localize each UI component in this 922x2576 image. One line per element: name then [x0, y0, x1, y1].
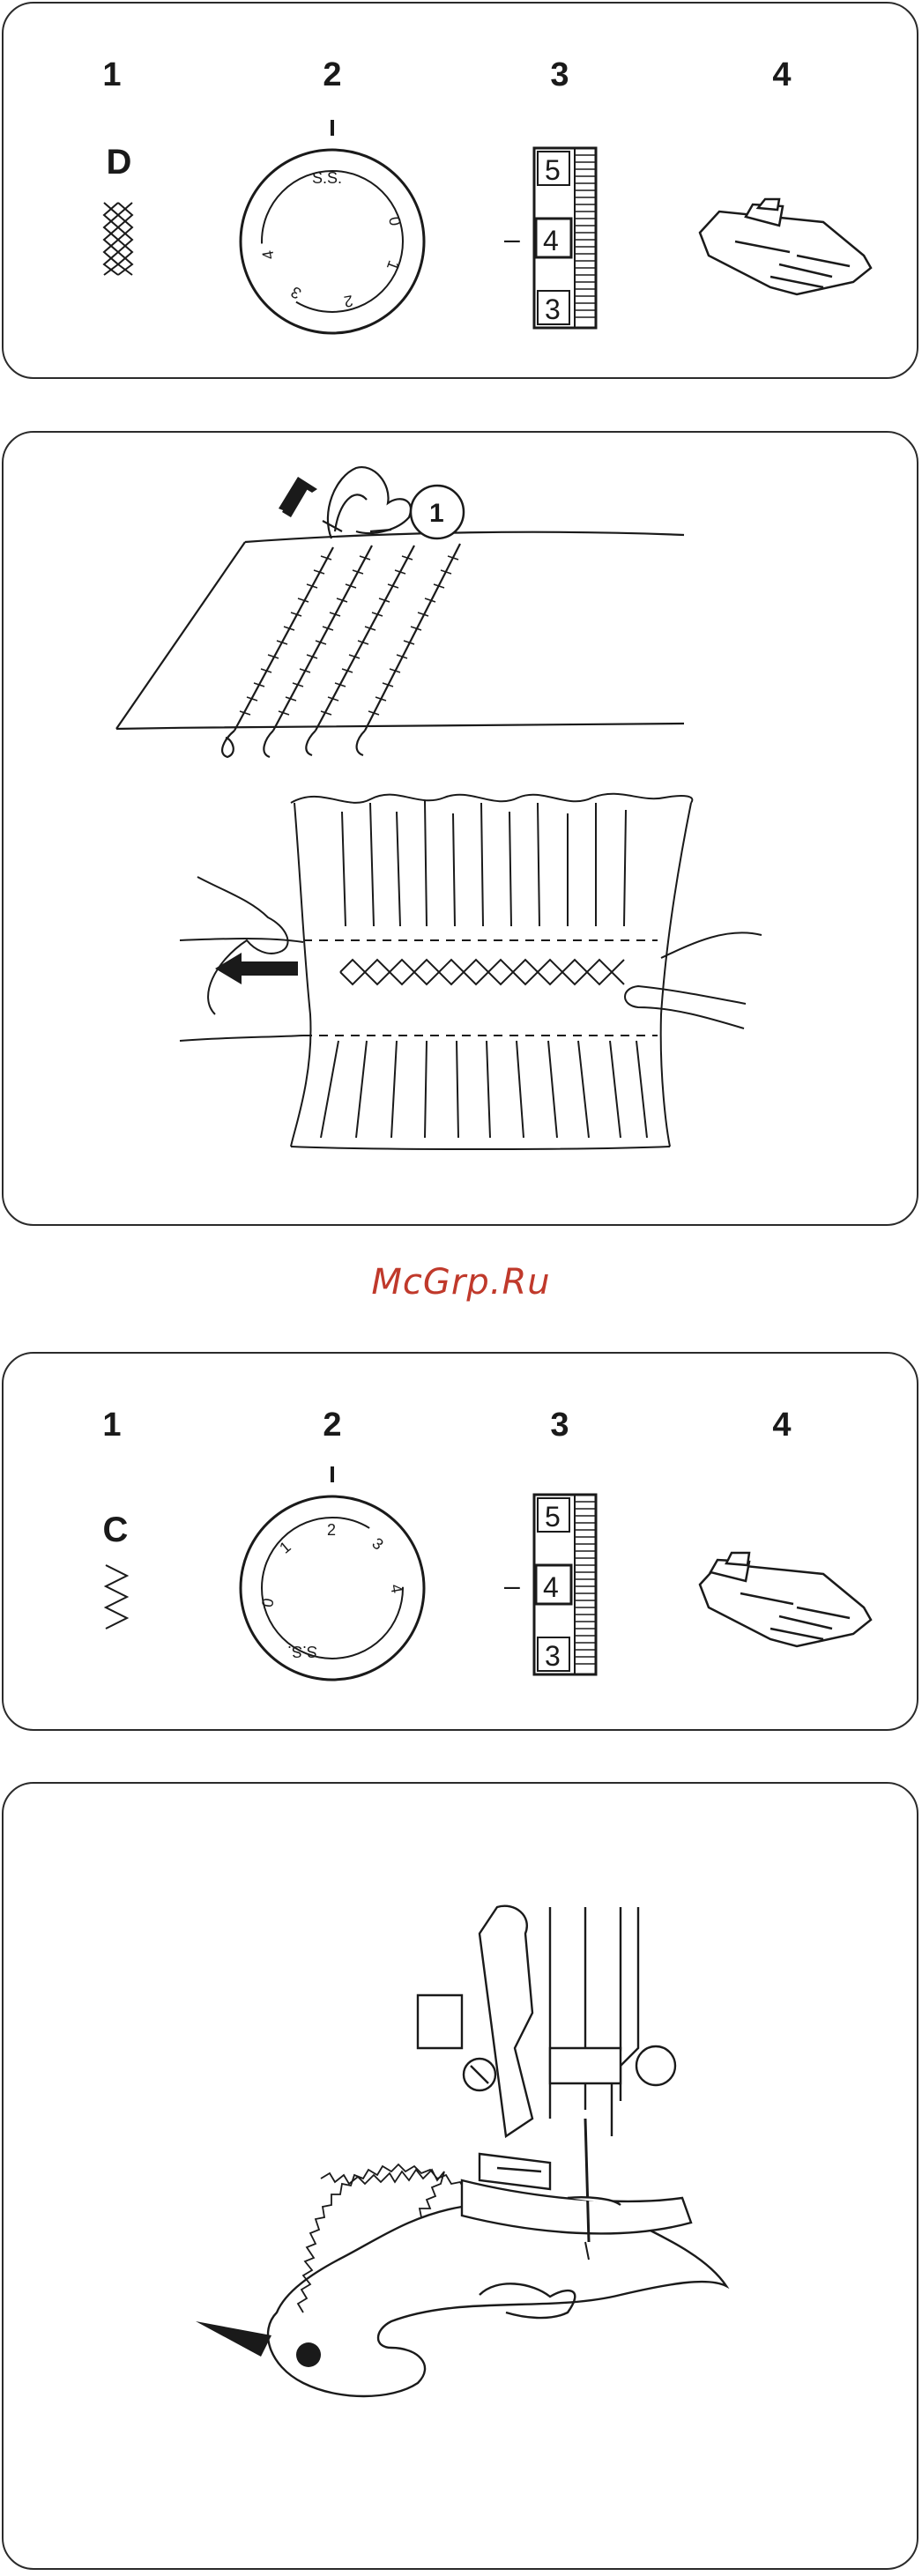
gauge-value-5: 5 [545, 1501, 561, 1533]
callout-1-label: 1 [429, 499, 444, 528]
bird-beak-icon [196, 2321, 271, 2357]
dial-mark-0: 0 [258, 1597, 277, 1608]
applique-illustration-panel [2, 1782, 918, 2570]
dial-mark-1: 1 [276, 1538, 294, 1557]
dial-mark-2: 2 [327, 1521, 336, 1539]
stitch-length-dial-icon: S.S. 0 1 2 3 4 [241, 1466, 424, 1680]
smocking-illustration-icon: 1 [4, 433, 920, 1228]
stitch-width-gauge-icon: 5 4 3 – [504, 148, 596, 328]
panel3-drawings: S.S. 0 1 2 3 4 [4, 1354, 920, 1733]
gauge-value-3: 3 [545, 293, 561, 325]
settings-panel-zigzag: 1 2 3 4 C S.S. 0 1 2 3 4 [2, 1352, 918, 1731]
gauge-value-4: 4 [543, 1571, 559, 1603]
presser-foot-icon [700, 1553, 871, 1646]
dial-mark-3: 3 [288, 283, 305, 302]
callout-1: 1 [411, 486, 464, 538]
zigzag-stitch-icon [106, 1565, 127, 1629]
dial-mark-ss: S.S. [287, 1643, 317, 1660]
zigzag-stitch-path-icon [298, 2164, 480, 2312]
gauge-value-3: 3 [545, 1640, 561, 1672]
smocking-stitch-icon [104, 203, 132, 275]
gauge-value-5: 5 [545, 154, 561, 186]
smocking-illustration-panel: 1 [2, 431, 918, 1226]
smocking-band-icon [340, 960, 624, 984]
gauge-value-4: 4 [543, 225, 559, 256]
watermark: McGrp.Ru [0, 1262, 922, 1303]
gauge-indicator: – [504, 223, 520, 255]
stitch-width-gauge-icon: 5 4 3 – [504, 1495, 596, 1674]
presser-foot-icon [700, 199, 871, 294]
settings-panel-smocking: 1 2 3 4 D S.S. 0 1 2 3 4 [2, 2, 918, 379]
dial-mark-3: 3 [368, 1534, 387, 1554]
dial-mark-4: 4 [258, 249, 277, 261]
dial-mark-ss: S.S. [312, 169, 342, 187]
dial-mark-2: 2 [343, 292, 354, 310]
stitch-length-dial-icon: S.S. 0 1 2 3 4 [241, 120, 424, 333]
gauge-indicator: – [504, 1570, 520, 1601]
applique-sewing-illustration-icon [4, 1784, 920, 2572]
panel1-drawings: S.S. 0 1 2 3 4 [4, 4, 920, 381]
bird-eye-icon [296, 2342, 321, 2367]
